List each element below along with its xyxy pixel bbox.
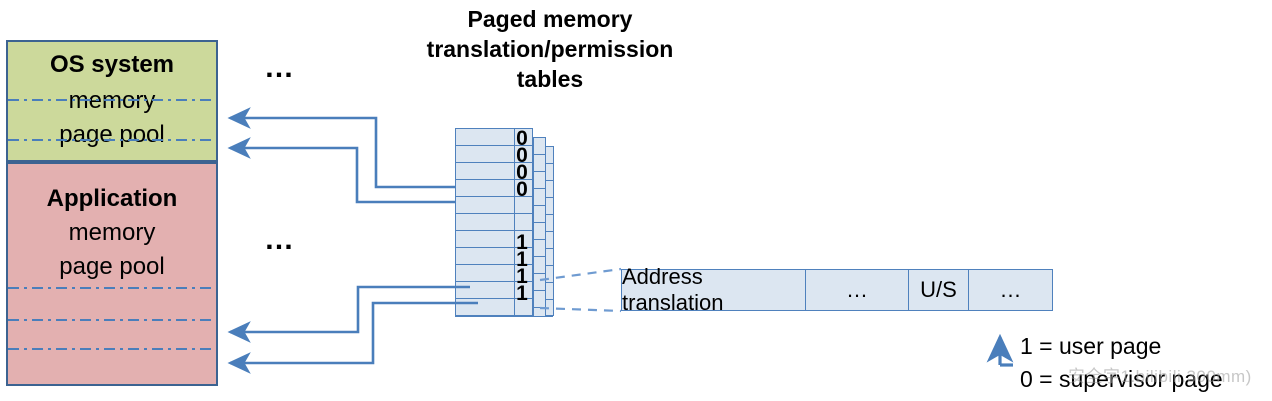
us-bit-row-1: 0	[516, 127, 528, 150]
app-pool-line-3: page pool	[59, 253, 165, 280]
title-line-2: translation/permission	[426, 36, 674, 62]
page-table-entry-detail: Address translation … U/S …	[621, 264, 1053, 315]
os-pool-heading: OS system	[49, 51, 175, 78]
page-divider-4	[8, 319, 216, 321]
page-divider-1	[8, 99, 216, 101]
watermark-text: 安全字1.bilibili.300mm)	[1068, 367, 1252, 386]
connector-table-to-app-page-2	[227, 301, 478, 374]
ellipsis-os-region: …	[264, 51, 297, 84]
connector-table-to-os-page-2	[227, 137, 455, 204]
page-divider-2	[8, 139, 216, 141]
application-memory-page-pool: Application memory page pool	[6, 162, 218, 386]
title-line-3: tables	[516, 66, 584, 92]
connector-table-to-app-page-1	[227, 285, 470, 343]
diagram-title: Paged memory translation/permission tabl…	[390, 4, 710, 94]
pte-field-ellipsis-right: …	[999, 277, 1022, 302]
us-bit-row-2: 0	[516, 144, 528, 167]
page-divider-3	[8, 287, 216, 289]
legend-line-supervisor: 0 = supervisor page	[1020, 366, 1223, 392]
pte-field-us-bit: U/S	[909, 270, 969, 310]
title-line-1: Paged memory	[467, 6, 633, 32]
us-bit-row-11: 1	[516, 265, 528, 288]
us-bit-row-9: 1	[516, 231, 528, 254]
connector-table-to-os-page-1	[227, 107, 455, 189]
us-bit-row-4: 0	[516, 178, 528, 201]
us-bit-row-12: 1	[516, 282, 528, 305]
us-bit-row-10: 1	[516, 248, 528, 271]
app-pool-heading: Application	[46, 185, 178, 212]
legend-line-user: 1 = user page	[1020, 333, 1162, 359]
os-pool-line-3: page pool	[59, 121, 165, 148]
us-bit-legend: 1 = user page 0 = supervisor page	[1020, 330, 1223, 396]
os-pool-line-2: memory	[68, 87, 156, 114]
app-pool-line-2: memory	[68, 219, 156, 246]
os-system-memory-page-pool: OS system memory page pool	[6, 40, 218, 162]
ellipsis-app-region: …	[264, 223, 297, 256]
page-table-front	[455, 128, 533, 317]
pte-field-ellipsis-left: …	[806, 270, 909, 310]
pte-field-address-translation: Address translation	[622, 264, 806, 315]
us-bit-row-3: 0	[516, 161, 528, 184]
page-divider-5	[8, 348, 216, 350]
